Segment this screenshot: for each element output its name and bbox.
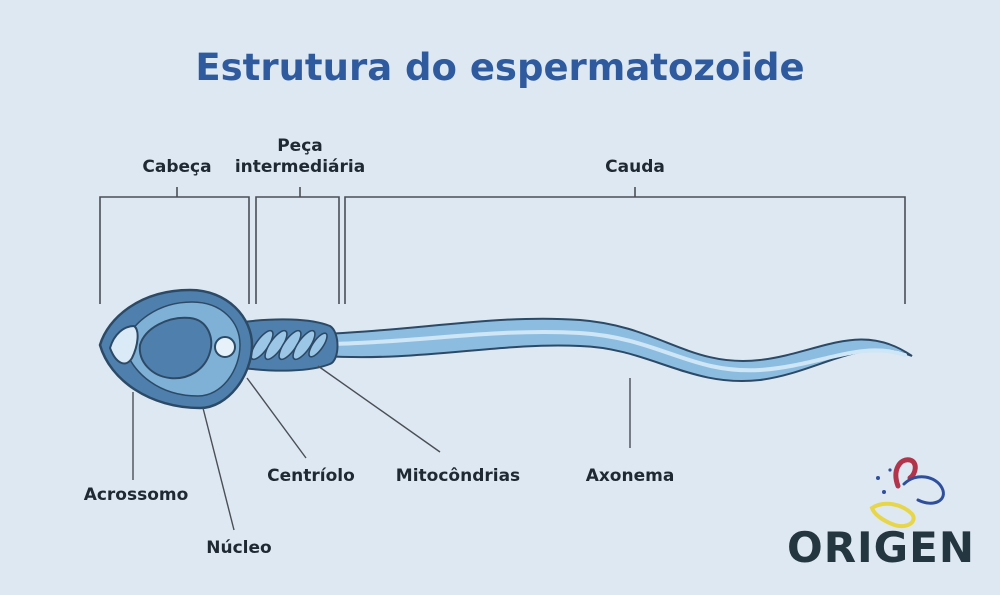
sperm-cell-illustration bbox=[98, 288, 913, 410]
acrosome-shape bbox=[108, 324, 139, 365]
tail-flagellum bbox=[323, 317, 913, 382]
bracket-tail bbox=[344, 187, 906, 304]
label-axoneme: Axonema bbox=[586, 466, 675, 486]
butterfly-icon bbox=[869, 457, 945, 529]
label-centriole: Centríolo bbox=[267, 466, 355, 486]
leader-mitochondria bbox=[317, 365, 441, 453]
label-acrosome: Acrossomo bbox=[84, 485, 189, 505]
nucleus-shape bbox=[138, 316, 213, 380]
origen-logo: ORIGEN bbox=[787, 457, 975, 572]
label-mitochondria: Mitocôndrias bbox=[396, 466, 520, 486]
label-nucleus: Núcleo bbox=[206, 538, 271, 558]
leader-centriole bbox=[246, 377, 307, 459]
bracket-midpiece bbox=[255, 187, 340, 304]
leader-nucleus bbox=[202, 407, 235, 531]
logo-text: ORIGEN bbox=[787, 523, 975, 572]
tail-axoneme-highlight bbox=[330, 329, 907, 373]
section-label-midpiece-line1: Peça bbox=[277, 136, 323, 156]
section-label-tail: Cauda bbox=[605, 157, 665, 177]
mitochondria-coils bbox=[250, 329, 328, 361]
section-label-head: Cabeça bbox=[142, 157, 211, 177]
centriole-shape bbox=[214, 336, 236, 358]
section-label-midpiece-line2: intermediária bbox=[235, 157, 365, 177]
page-title: Estrutura do espermatozoide bbox=[195, 46, 804, 89]
bracket-head bbox=[99, 187, 250, 304]
